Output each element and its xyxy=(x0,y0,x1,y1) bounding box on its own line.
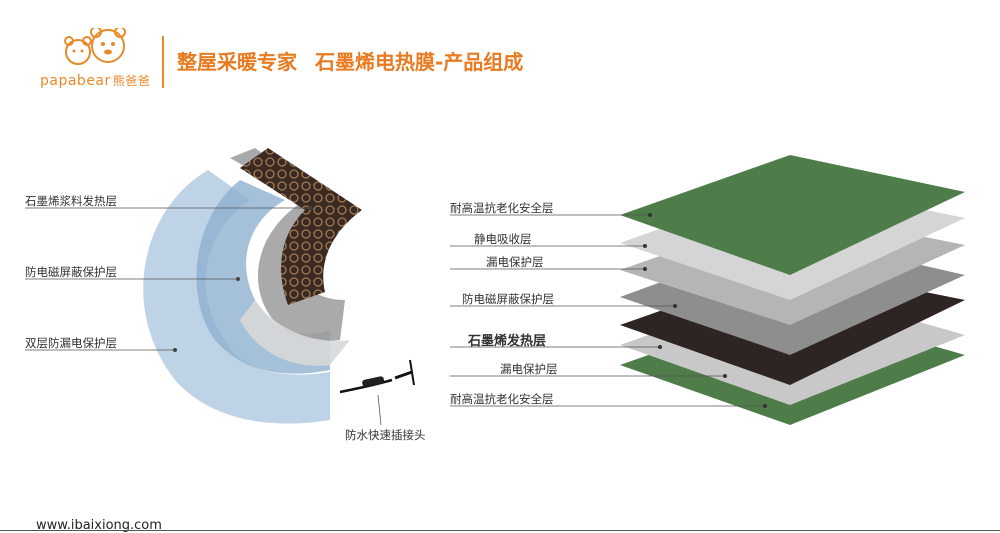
right-leader-lines xyxy=(450,214,765,407)
label-leakage-1: 漏电保护层 xyxy=(486,255,544,269)
label-bottom-safety: 耐高温抗老化安全层 xyxy=(450,392,554,406)
label-static: 静电吸收层 xyxy=(474,232,532,246)
label-connector: 防水快速插接头 xyxy=(345,428,426,442)
label-graphene-slurry: 石墨烯浆料发热层 xyxy=(25,194,117,208)
label-emi: 防电磁屏蔽保护层 xyxy=(462,292,554,306)
stacked-layers-diagram xyxy=(620,155,965,425)
layer-light-sheet xyxy=(240,300,350,366)
footer-divider xyxy=(0,530,1000,531)
logo-cn: 熊爸爸 xyxy=(112,74,151,88)
waterproof-connector-icon xyxy=(339,359,415,426)
label-leakage-2: 漏电保护层 xyxy=(500,362,558,376)
title-main: 整屋采暖专家 xyxy=(177,50,297,74)
left-leader-lines xyxy=(25,207,310,351)
layer-top-green xyxy=(620,155,965,275)
label-double-leakage: 双层防漏电保护层 xyxy=(25,336,117,350)
curled-film-diagram xyxy=(143,148,362,424)
layer-outer-blue xyxy=(143,170,330,424)
header-divider xyxy=(162,36,164,88)
layer-inner-blue xyxy=(196,180,330,374)
label-graphene-heat: 石墨烯发热层 xyxy=(468,334,547,349)
title-sub: 石墨烯电热膜-产品组成 xyxy=(315,50,524,74)
layer-graphene xyxy=(240,148,362,305)
bear-logo-icon xyxy=(64,28,126,65)
logo-text: papabear xyxy=(40,73,111,89)
label-top-safety: 耐高温抗老化安全层 xyxy=(450,201,554,215)
footer-url: www.ibaixiong.com xyxy=(36,518,162,533)
page-title: 整屋采暖专家石墨烯电热膜-产品组成 xyxy=(177,46,523,75)
label-emi-shield: 防电磁屏蔽保护层 xyxy=(25,265,117,279)
